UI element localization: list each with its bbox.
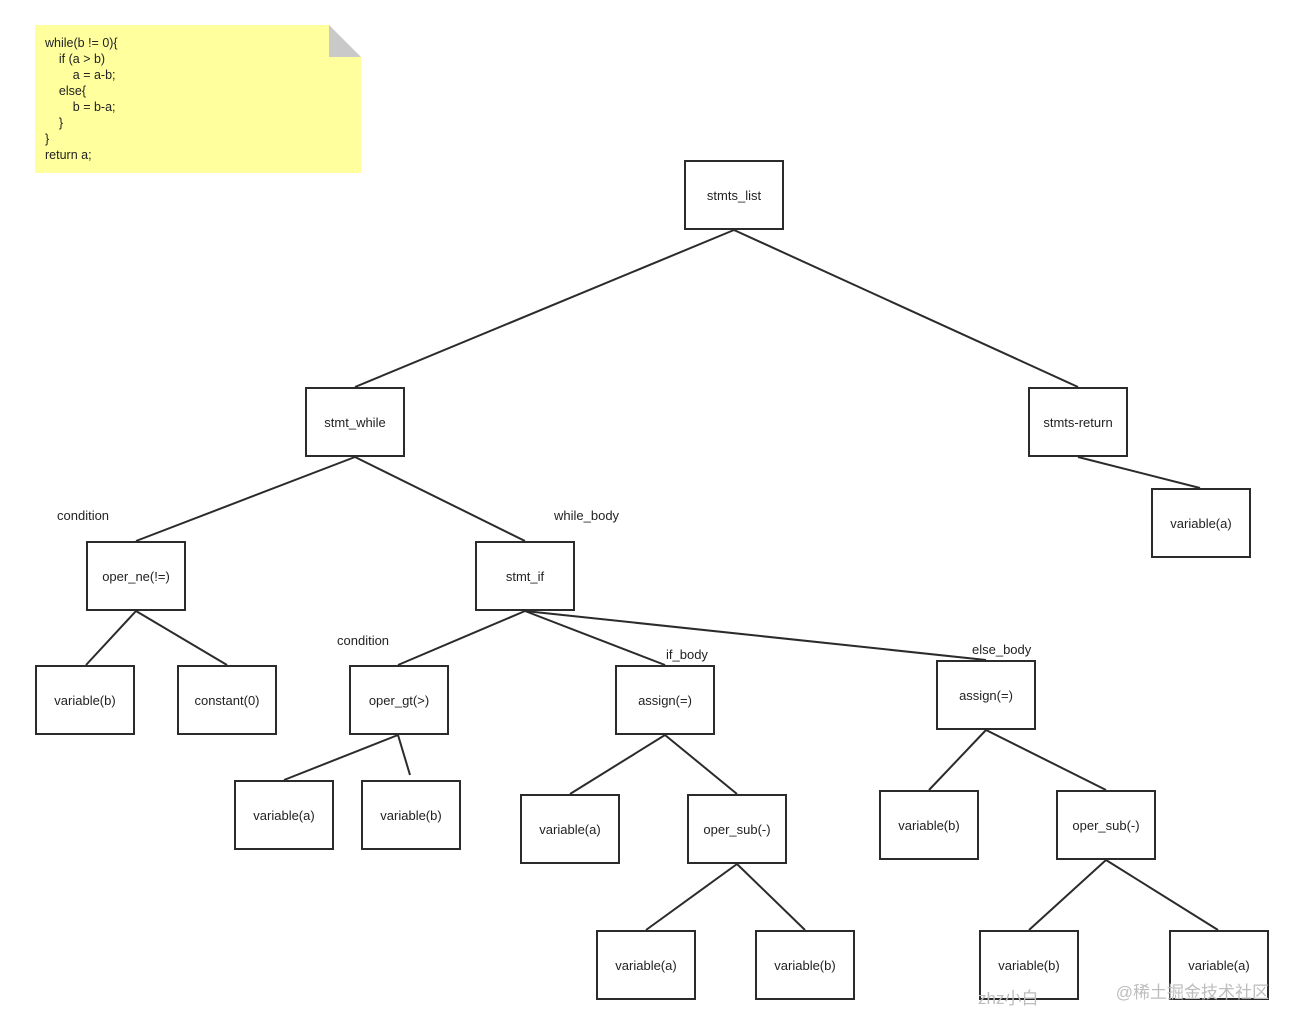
edge-if-assign-variable-a [569,734,666,795]
edge-stmt-if-if-assign [524,610,666,666]
node-else-oper-sub: oper_sub(-) [1056,790,1156,860]
edge-if-sub-variable-b [736,863,806,931]
edge-else-assign-oper-sub [985,729,1107,791]
edge-oper-gt-variable-b [397,734,411,776]
label-else-body: else_body [972,642,1032,657]
label-while-body: while_body [554,508,620,523]
node-else-sub-variable-a: variable(a) [1169,930,1269,1000]
edge-stmts-return-variable-a [1077,456,1201,489]
node-if-oper-sub: oper_sub(-) [687,794,787,864]
node-else-assign-variable-b: variable(b) [879,790,979,860]
node-if-assign: assign(=) [615,665,715,735]
node-ne-constant-0: constant(0) [177,665,277,735]
edge-oper-ne-constant-0 [135,610,228,666]
edge-stmts-list-stmts-return [733,229,1079,388]
edge-stmt-if-oper-gt [397,610,526,666]
node-stmt-while: stmt_while [305,387,405,457]
edge-oper-gt-variable-a [283,734,399,781]
node-else-assign: assign(=) [936,660,1036,730]
node-if-assign-variable-a: variable(a) [520,794,620,864]
node-gt-variable-a: variable(a) [234,780,334,850]
edge-else-sub-variable-b [1028,859,1107,931]
node-oper-ne: oper_ne(!=) [86,541,186,611]
node-ne-variable-b: variable(b) [35,665,135,735]
edge-else-assign-variable-b [928,729,987,791]
note-fold-corner [329,25,361,57]
node-if-sub-variable-a: variable(a) [596,930,696,1000]
label-while-condition: condition [57,508,110,523]
node-stmts-list: stmts_list [684,160,784,230]
edge-if-sub-variable-a [645,863,738,931]
node-stmt-if: stmt_if [475,541,575,611]
label-if-body: if_body [666,647,708,662]
note-code-text: while(b != 0){ if (a > b) a = a-b; else{… [45,36,118,162]
edge-stmt-while-oper-ne [135,456,356,542]
node-return-variable-a: variable(a) [1151,488,1251,558]
node-gt-variable-b: variable(b) [361,780,461,850]
edge-if-assign-oper-sub [664,734,738,795]
node-oper-gt: oper_gt(>) [349,665,449,735]
edge-stmts-list-stmt-while [354,229,735,388]
node-stmts-return: stmts-return [1028,387,1128,457]
edge-stmt-while-stmt-if [354,456,526,542]
code-sticky-note: while(b != 0){ if (a > b) a = a-b; else{… [35,25,361,173]
watermark-text: @稀土掘金技术社区 [1115,983,1269,1002]
edge-stmt-if-else-assign [524,610,987,661]
edge-else-sub-variable-a [1105,859,1219,931]
watermark-partial: zhz小白 [978,989,1039,1008]
edge-oper-ne-variable-b [85,610,137,666]
node-if-sub-variable-b: variable(b) [755,930,855,1000]
label-if-condition: condition [337,633,390,648]
node-else-sub-variable-b: variable(b) [979,930,1079,1000]
